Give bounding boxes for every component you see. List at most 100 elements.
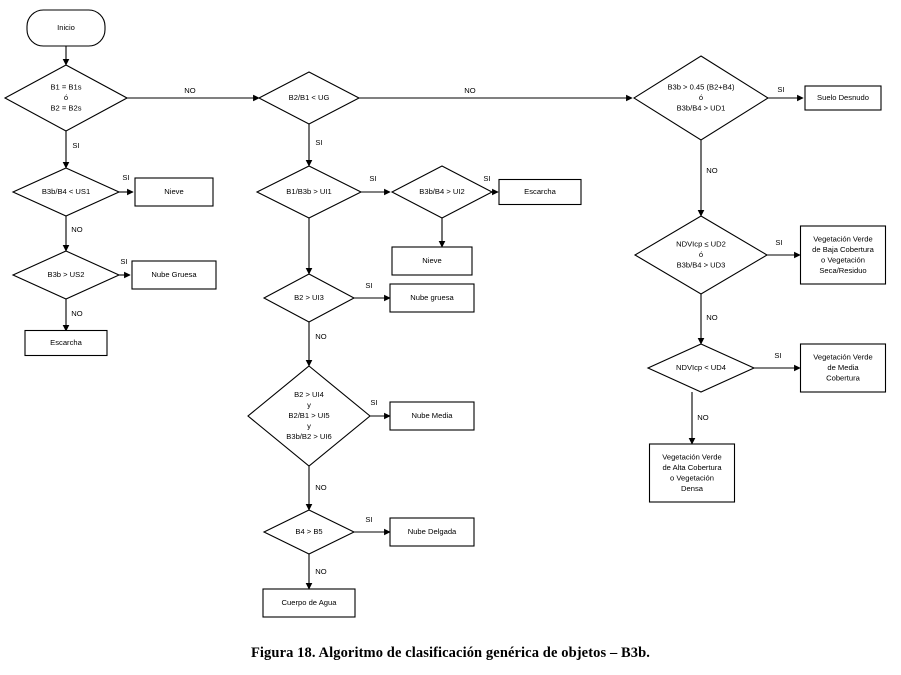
- decision-diamond[interactable]: [11, 167, 121, 217]
- edge-e_us2_si_nubeg: SI: [119, 257, 131, 279]
- node-b_nubedelgada[interactable]: Nube Delgada: [389, 517, 475, 547]
- node-label-line: ó: [64, 93, 68, 102]
- decision-diamond[interactable]: [255, 165, 363, 219]
- edge-e_ud23_no_ud4: NO: [697, 294, 718, 345]
- node-d_us2[interactable]: B3b > US2: [11, 250, 121, 300]
- node-label-line: Nieve: [422, 256, 441, 265]
- edge-e_us2_no_escarcha: NO: [62, 299, 83, 332]
- decision-diamond[interactable]: [632, 55, 770, 141]
- node-label-line: Inicio: [57, 23, 75, 32]
- edge-e_b1b2_no_ug: NO: [127, 86, 260, 102]
- node-label-line: Nube gruesa: [410, 293, 454, 302]
- edge-e_ug_si_ui1: SI: [305, 124, 323, 167]
- node-b_nieve_2[interactable]: Nieve: [391, 246, 473, 276]
- edge-e_ui1_si_ui2: SI: [361, 174, 391, 196]
- node-b_suelo[interactable]: Suelo Desnudo: [804, 85, 882, 111]
- node-b_escarcha_1[interactable]: Escarcha: [24, 329, 108, 357]
- node-label-line: y: [307, 422, 311, 431]
- node-d_ui3[interactable]: B2 > UI3: [262, 273, 356, 323]
- process-box[interactable]: [24, 329, 108, 357]
- decision-diamond[interactable]: [3, 64, 129, 132]
- node-label-line: B2/B1 > UI5: [288, 411, 329, 420]
- decision-diamond[interactable]: [11, 250, 121, 300]
- node-d_ui1[interactable]: B1/B3b > UI1: [255, 165, 363, 219]
- node-label-line: Densa: [681, 484, 704, 493]
- edge-label: SI: [120, 257, 127, 266]
- node-label-line: Seca/Residuo: [819, 266, 866, 275]
- edge-e_ug_no_ud1: NO: [359, 86, 633, 102]
- process-box[interactable]: [804, 85, 882, 111]
- node-label-line: B1 = B1s: [50, 83, 81, 92]
- decision-diamond[interactable]: [390, 165, 494, 219]
- process-box[interactable]: [498, 178, 582, 206]
- node-label-line: B3b/B4 > UD1: [677, 104, 726, 113]
- process-box[interactable]: [391, 246, 473, 276]
- node-b_nubegruesa_2[interactable]: Nube gruesa: [389, 283, 475, 313]
- node-inicio[interactable]: Inicio: [26, 9, 106, 47]
- process-box[interactable]: [134, 177, 214, 207]
- edge-label: NO: [315, 567, 326, 576]
- node-b_escarcha_2[interactable]: Escarcha: [498, 178, 582, 206]
- process-box[interactable]: [389, 517, 475, 547]
- node-label-line: B2 > UI4: [294, 390, 324, 399]
- node-d_ui2[interactable]: B3b/B4 > UI2: [390, 165, 494, 219]
- node-label-line: de Alta Cobertura: [662, 463, 722, 472]
- edge-label: SI: [369, 174, 376, 183]
- node-d_b4b5[interactable]: B4 > B5: [262, 509, 356, 555]
- decision-diamond[interactable]: [257, 71, 361, 125]
- node-label-line: B3b/B4 > UD3: [677, 261, 726, 270]
- node-label-line: Nube Gruesa: [151, 270, 197, 279]
- process-box[interactable]: [389, 283, 475, 313]
- node-label-line: Vegetación Verde: [813, 234, 873, 243]
- node-label-line: ó: [699, 250, 703, 259]
- node-label-line: Cobertura: [826, 374, 861, 383]
- decision-diamond[interactable]: [646, 343, 756, 393]
- edge-e_ud23_si_vegbaja: SI: [767, 238, 801, 259]
- edge-label: SI: [365, 515, 372, 524]
- edge-e_b1b2_si_us1: SI: [62, 131, 80, 169]
- node-d_us1[interactable]: B3b/B4 < US1: [11, 167, 121, 217]
- node-b_nubemedia[interactable]: Nube Media: [389, 401, 475, 431]
- edge-label: NO: [706, 313, 717, 322]
- edge-e_b4b5_no_agua: NO: [305, 554, 327, 590]
- decision-diamond[interactable]: [262, 273, 356, 323]
- process-box[interactable]: [799, 343, 887, 393]
- process-box[interactable]: [799, 225, 887, 285]
- node-label-line: B3b > US2: [48, 270, 85, 279]
- edge-label: NO: [315, 483, 326, 492]
- edge-e_ui456_si_media: SI: [370, 398, 391, 420]
- node-label-line: de Media: [827, 363, 859, 372]
- terminator-shape[interactable]: [26, 9, 106, 47]
- node-label-line: B1/B3b > UI1: [286, 187, 331, 196]
- node-d_ug[interactable]: B2/B1 < UG: [257, 71, 361, 125]
- decision-diamond[interactable]: [262, 509, 356, 555]
- node-b_cuerpoagua[interactable]: Cuerpo de Agua: [262, 588, 356, 618]
- node-label-line: NDVIcp ≤ UD2: [676, 240, 726, 249]
- node-label-line: B2 = B2s: [50, 104, 81, 113]
- decision-diamond[interactable]: [633, 215, 769, 295]
- edge-e_ud4_si_vegmedia: SI: [754, 351, 801, 372]
- node-d_ud4[interactable]: NDVIcp < UD4: [646, 343, 756, 393]
- node-b_nieve_1[interactable]: Nieve: [134, 177, 214, 207]
- edge-label: SI: [122, 173, 129, 182]
- edge-label: NO: [706, 166, 717, 175]
- node-label-line: B3b/B2 > UI6: [286, 432, 331, 441]
- decision-diamond[interactable]: [247, 365, 371, 467]
- process-box[interactable]: [648, 443, 736, 503]
- process-box[interactable]: [262, 588, 356, 618]
- node-label-line: ó: [699, 93, 703, 102]
- node-label-line: Nube Delgada: [408, 527, 457, 536]
- node-label-line: Escarcha: [50, 338, 82, 347]
- node-b_nubegruesa_1[interactable]: Nube Gruesa: [131, 260, 217, 290]
- node-label-line: Vegetación Verde: [662, 452, 722, 461]
- process-box[interactable]: [389, 401, 475, 431]
- process-box[interactable]: [131, 260, 217, 290]
- node-label-line: o Vegetación: [821, 255, 865, 264]
